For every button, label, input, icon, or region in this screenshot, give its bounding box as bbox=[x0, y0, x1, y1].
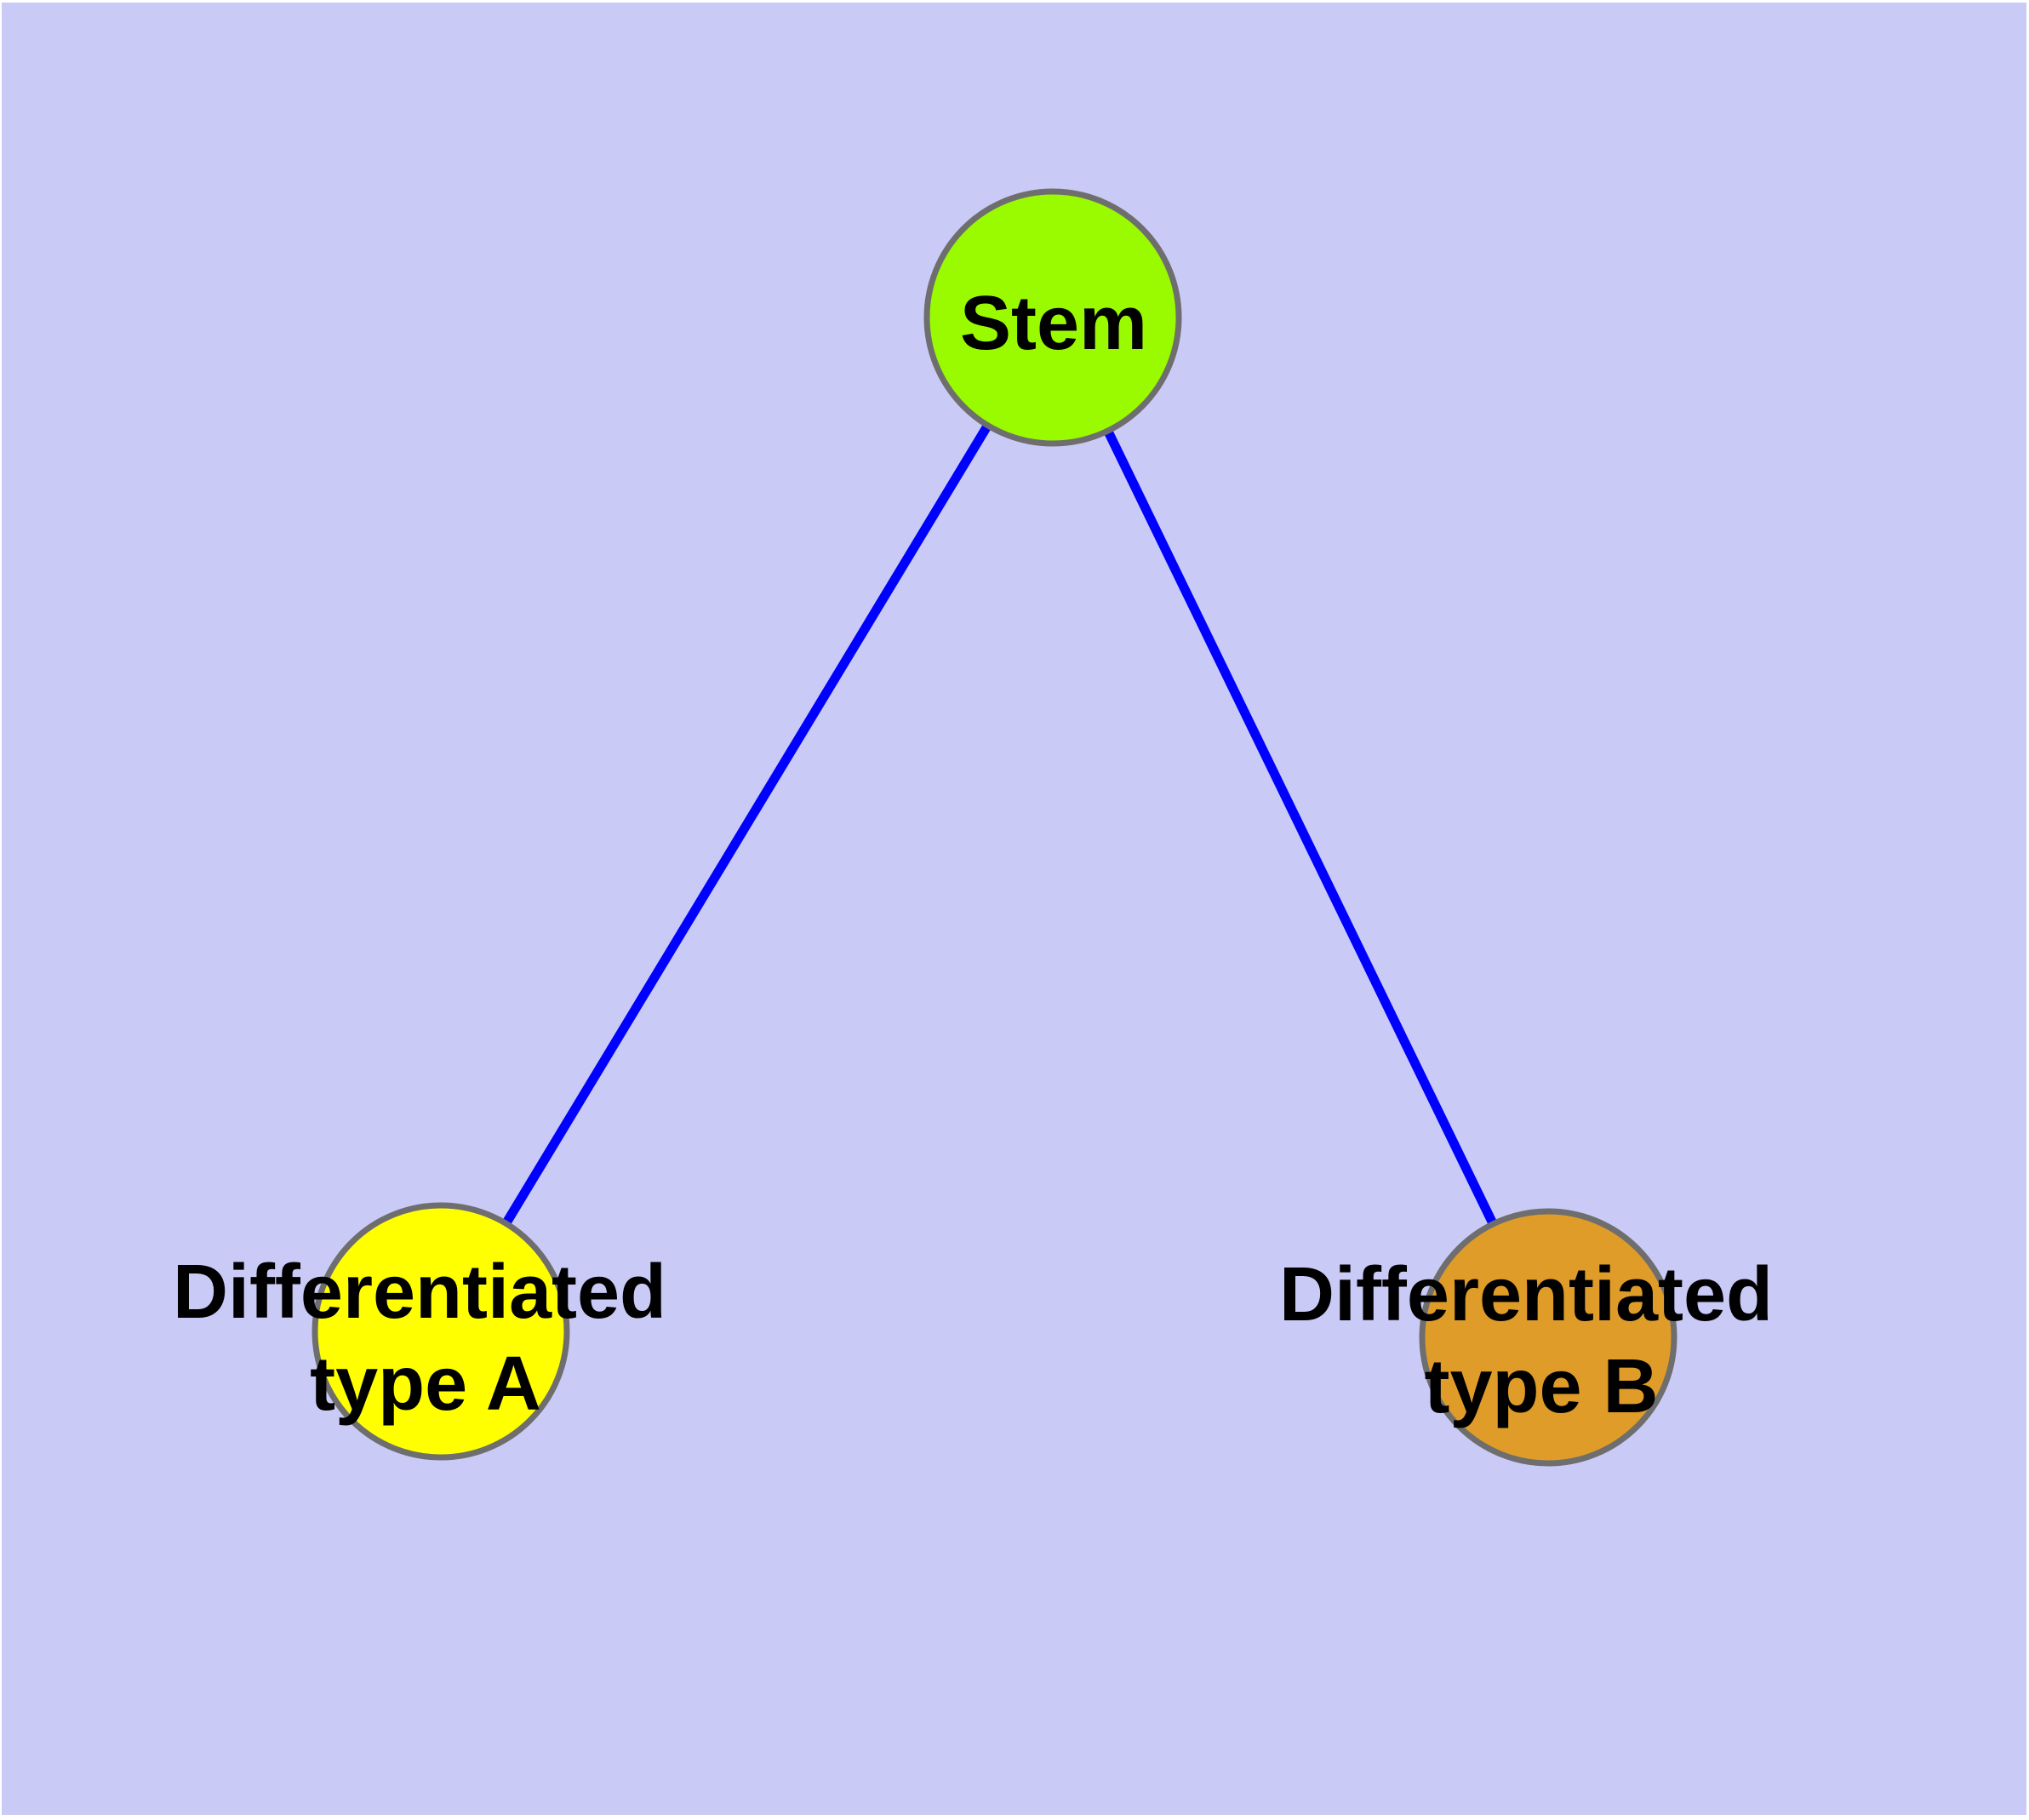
node-stem bbox=[923, 188, 1182, 447]
edge-stem-to-type-b bbox=[1049, 315, 1552, 1340]
node-type-b-label-line1: Differentiated bbox=[1279, 1252, 1773, 1337]
node-type-b bbox=[1419, 1208, 1677, 1467]
node-type-a-label-line2: type A bbox=[310, 1342, 541, 1427]
node-type-a-label-line1: Differentiated bbox=[173, 1250, 666, 1335]
node-stem-label: Stem bbox=[960, 281, 1147, 366]
edge-stem-to-type-a bbox=[437, 315, 1057, 1334]
node-type-b-label-line2: type B bbox=[1424, 1344, 1658, 1429]
node-type-a bbox=[311, 1202, 570, 1461]
